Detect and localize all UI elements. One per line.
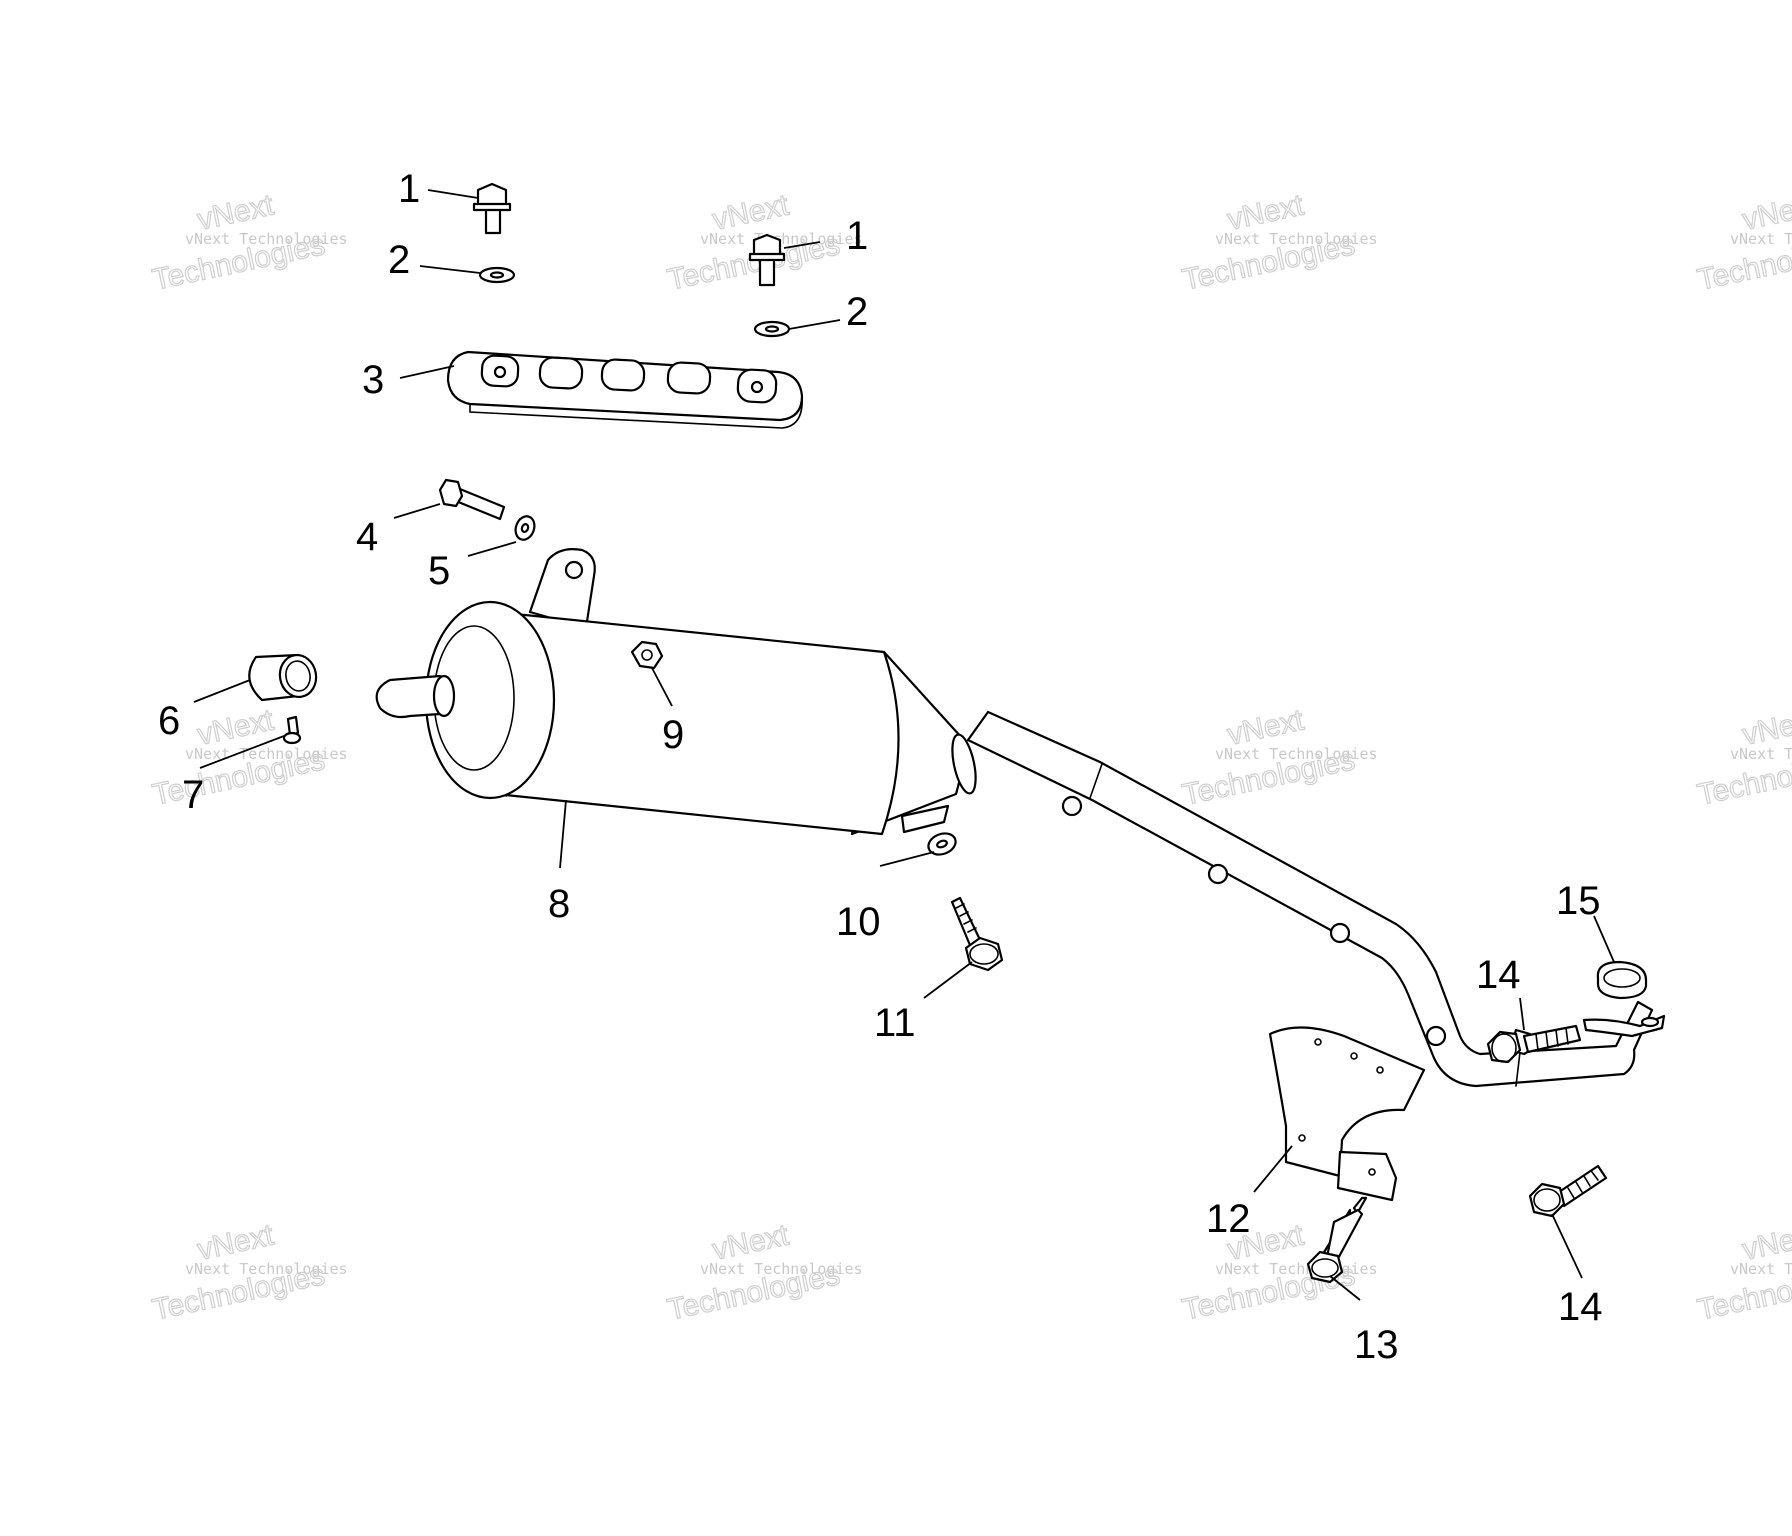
callout-14-lower: 14 [1558,1285,1603,1329]
callout-14-upper: 14 [1476,953,1521,997]
watermark: vNext vNext Technologies Technologies [664,1218,863,1328]
callout-2-right: 2 [846,290,868,334]
sleeve-part-6 [248,653,318,702]
svg-text:vNext Technologies: vNext Technologies [1730,745,1792,763]
callout-9: 9 [662,713,684,757]
bolt-part-13 [1306,1196,1368,1284]
callout-7: 7 [182,773,204,817]
washer-part-2-right [753,320,791,338]
svg-text:vNext Technologies: vNext Technologies [185,230,348,248]
callout-1-left: 1 [398,167,420,211]
watermark: vNext vNext Technologies Technologies [1179,703,1378,813]
heat-shield-part-3 [446,350,804,429]
bolt-part-4 [438,478,506,521]
bolt-part-11 [950,896,1004,972]
bolt-part-14-lower [1528,1164,1608,1218]
washer-part-10 [927,832,957,856]
watermark: vNext vNext Technologies Technologies [1694,1218,1792,1328]
bolt-part-1-right [748,233,786,287]
svg-text:vNext Technologies: vNext Technologies [1215,745,1378,763]
watermark: vNext vNext Technologies Technologies [1694,703,1792,813]
watermark: vNext vNext Technologies Technologies [149,1218,348,1328]
washer-part-5 [514,515,536,541]
callout-5: 5 [428,549,450,593]
svg-text:vNext Technologies: vNext Technologies [700,1260,863,1278]
callout-13: 13 [1354,1323,1399,1367]
svg-text:vNext Technologies: vNext Technologies [1730,230,1792,248]
watermark: vNext vNext Technologies Technologies [149,188,348,298]
bolt-part-14-upper [1486,1024,1582,1064]
bracket-part-12 [1268,1026,1426,1202]
watermark: vNext vNext Technologies Technologies [1179,188,1378,298]
callout-12: 12 [1206,1197,1251,1241]
callout-labels: 1 2 3 1 2 4 5 6 7 8 9 10 11 12 13 14 15 … [158,167,1603,1367]
watermark: vNext vNext Technologies Technologies [1694,188,1792,298]
callout-11: 11 [874,1001,916,1045]
svg-text:vNext Technologies: vNext Technologies [1215,230,1378,248]
nut-part-9 [630,640,664,670]
callout-4: 4 [356,515,378,559]
leader-lines [193,189,1615,1301]
callout-8: 8 [548,882,570,926]
callout-10: 10 [836,900,881,944]
callout-15: 15 [1556,879,1601,923]
svg-text:vNext Technologies: vNext Technologies [1730,1260,1792,1278]
washer-part-2-left [478,266,516,284]
callout-1-right: 1 [846,214,868,258]
callout-3: 3 [362,358,384,402]
svg-text:vNext Technologies: vNext Technologies [700,230,863,248]
muffler-part-8 [375,548,1666,1088]
bolt-part-1-left [472,182,512,235]
callout-6: 6 [158,699,180,743]
gasket-part-15 [1596,960,1648,1000]
screw-part-7 [282,715,302,745]
callout-2-left: 2 [388,238,410,282]
svg-text:vNext Technologies: vNext Technologies [185,1260,348,1278]
